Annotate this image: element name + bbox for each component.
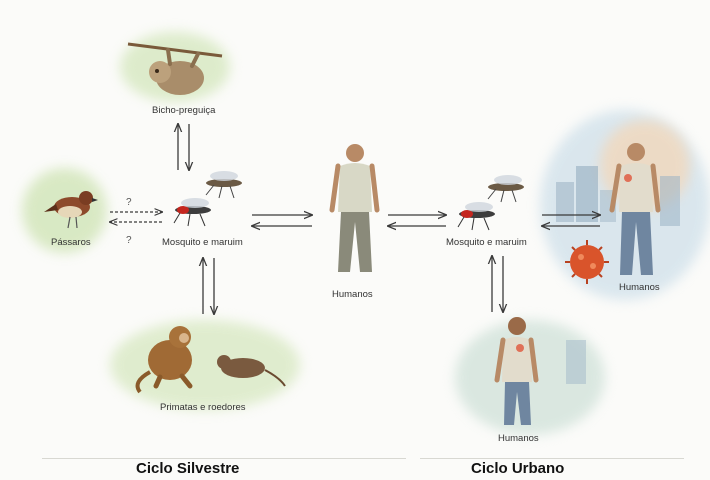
human-center-illustration	[332, 144, 377, 272]
mosquito-urban-illustration	[458, 175, 524, 230]
footer-divider-urban	[420, 458, 684, 459]
label-primates-rodents: Primatas e roedores	[160, 402, 246, 413]
sloth-illustration	[128, 44, 222, 95]
human-urban-right-illustration	[612, 143, 658, 275]
human-urban-bottom-illustration	[497, 317, 536, 425]
label-humans-urban-bottom: Humanos	[498, 433, 539, 444]
cycle-title-urban: Ciclo Urbano	[471, 460, 564, 477]
mosquito-sylvatic-illustration	[174, 171, 242, 226]
footer-divider-sylvatic	[42, 458, 406, 459]
label-sloth: Bicho-preguiça	[152, 105, 215, 116]
label-mosquito-sylvatic: Mosquito e maruim	[162, 237, 243, 248]
cycle-title-sylvatic: Ciclo Silvestre	[136, 460, 239, 477]
label-birds: Pássaros	[51, 237, 91, 248]
uncertain-mark-top: ?	[126, 197, 132, 208]
uncertain-mark-bottom: ?	[126, 235, 132, 246]
label-humans-urban-right: Humanos	[619, 282, 660, 293]
bird-illustration	[44, 191, 98, 228]
label-mosquito-urban: Mosquito e maruim	[446, 237, 527, 248]
virus-illustration	[565, 240, 609, 284]
label-humans-center: Humanos	[332, 289, 373, 300]
primates-rodents-illustration	[138, 326, 285, 392]
